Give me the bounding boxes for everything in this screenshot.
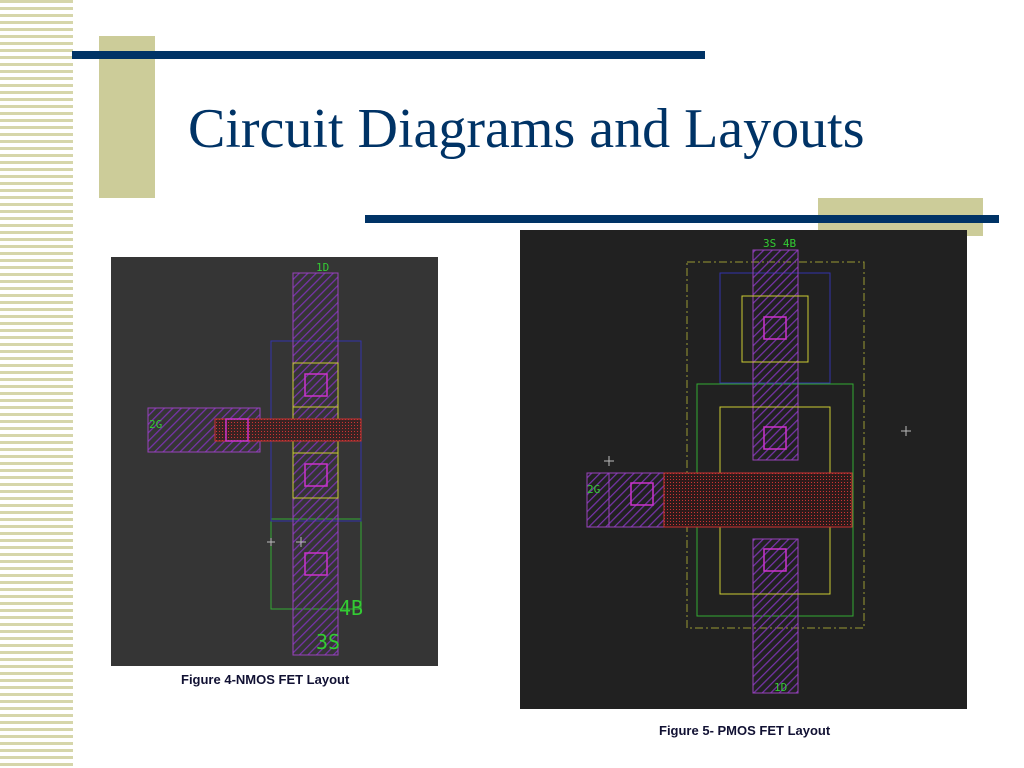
pmos-layout-drawing: 3S 4B 2G 1D [586, 237, 911, 694]
pmos-figure-caption: Figure 5- PMOS FET Layout [659, 723, 831, 738]
pmos-contact [763, 316, 787, 340]
nmos-contact [304, 463, 328, 487]
pmos-active-top [741, 295, 809, 363]
pmos-contact [763, 426, 787, 450]
nmos-label-body: 4B [339, 596, 363, 620]
nmos-layout-drawing: 1D 2G 4B 3S [147, 261, 363, 656]
nmos-label-source: 3S [316, 630, 340, 654]
nmos-poly-gate [214, 418, 362, 442]
nmos-contact [304, 373, 328, 397]
pmos-label-drain: 1D [774, 681, 787, 694]
title-rule-bottom [365, 215, 999, 223]
pmos-poly-gate [663, 472, 853, 528]
pmos-gate-pad [586, 472, 665, 528]
pmos-metal-bottom [752, 538, 799, 694]
pmos-contact [763, 548, 787, 572]
left-stripe-decoration [0, 0, 73, 768]
pmos-label-gate: 2G [587, 483, 600, 496]
pmos-metal-top [752, 249, 799, 461]
nmos-label-drain: 1D [316, 261, 329, 274]
pmos-layout-figure: 3S 4B 2G 1D [520, 230, 967, 709]
nmos-figure-caption: Figure 4-NMOS FET Layout [181, 672, 350, 687]
title-rule-top [72, 51, 705, 59]
slide-title: Circuit Diagrams and Layouts [188, 98, 865, 160]
nmos-contact [304, 552, 328, 576]
pmos-contact [630, 482, 654, 506]
nmos-label-gate: 2G [149, 418, 162, 431]
nmos-contact [225, 418, 249, 442]
nmos-crosshair-markers [267, 537, 306, 547]
pmos-crosshair-markers [604, 426, 911, 466]
pmos-label-source-body: 3S 4B [763, 237, 796, 250]
nmos-layout-figure: 1D 2G 4B 3S [111, 257, 438, 666]
accent-block-left [99, 36, 155, 198]
